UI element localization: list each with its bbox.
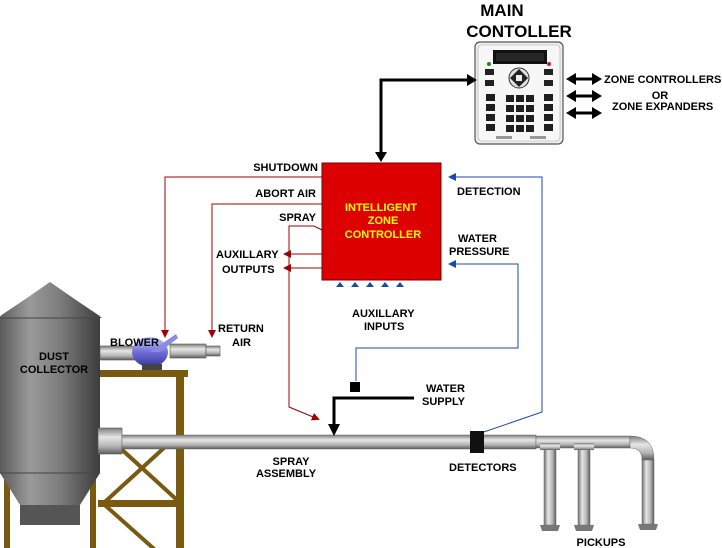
abort-air-line: [208, 203, 322, 338]
return-air-label-1: RETURN: [218, 323, 264, 335]
main-controller-title-line2: CONTOLLER: [466, 22, 571, 41]
zone-controllers-label: ZONE CONTROLLERS: [604, 74, 721, 86]
shutdown-line: [161, 176, 322, 338]
auxillary-outputs-label-1: AUXILLARY: [216, 249, 279, 261]
zone-expanders-label: ZONE EXPANDERS: [612, 101, 713, 113]
auxillary-inputs-label-1: AUXILLARY: [352, 308, 415, 320]
dust-collector: [0, 282, 102, 525]
return-air-label-2: AIR: [232, 337, 251, 349]
spray-assembly-label-1: SPRAY: [273, 456, 311, 468]
blower-label: BLOWER: [110, 337, 159, 349]
auxillary-inputs-label-2: INPUTS: [364, 321, 404, 333]
detector-sensor: [470, 431, 484, 453]
main-controller-title-line1: MAIN: [480, 1, 523, 20]
detection-line: [448, 173, 543, 435]
water-pressure-label-1: WATER: [458, 233, 497, 245]
intelligent-zone-controller: [321, 162, 442, 281]
abort-air-label: ABORT AIR: [255, 188, 316, 200]
water-pressure-sensor: [350, 382, 360, 392]
blower: [99, 334, 221, 370]
spray-assembly-label-2: ASSEMBLY: [256, 468, 317, 480]
zone-or-label: OR: [652, 90, 669, 102]
water-supply-label-1: WATER: [426, 383, 465, 395]
detection-label: DETECTION: [457, 186, 521, 198]
izc-label-line2: ZONE: [368, 215, 399, 227]
auxillary-outputs-label-2: OUTPUTS: [222, 264, 275, 276]
dust-collector-label-1: DUST: [39, 351, 69, 363]
spray-duct: [97, 427, 658, 531]
water-pressure-label-2: PRESSURE: [449, 246, 510, 258]
main-to-izc-link: [379, 78, 469, 154]
izc-label-line1: INTELLIGENT: [345, 202, 417, 214]
zone-link-arrows: [574, 77, 594, 115]
pickups-label: PICKUPS: [577, 537, 626, 548]
collector-stand: [98, 370, 188, 548]
spray-nozzle-icon: [328, 424, 340, 436]
water-supply-pipe: [332, 396, 414, 424]
spray-signal-label: SPRAY: [279, 212, 317, 224]
detectors-label: DETECTORS: [449, 462, 517, 474]
shutdown-label: SHUTDOWN: [253, 162, 318, 174]
izc-label-line3: CONTROLLER: [345, 229, 421, 241]
water-pressure-line: [355, 260, 519, 381]
water-supply-label-2: SUPPLY: [422, 396, 466, 408]
spray-line: [288, 225, 323, 421]
main-controller-keypad: [474, 41, 564, 145]
dust-collector-label-2: COLLECTOR: [20, 364, 88, 376]
auxillary-input-markers: [336, 282, 404, 287]
